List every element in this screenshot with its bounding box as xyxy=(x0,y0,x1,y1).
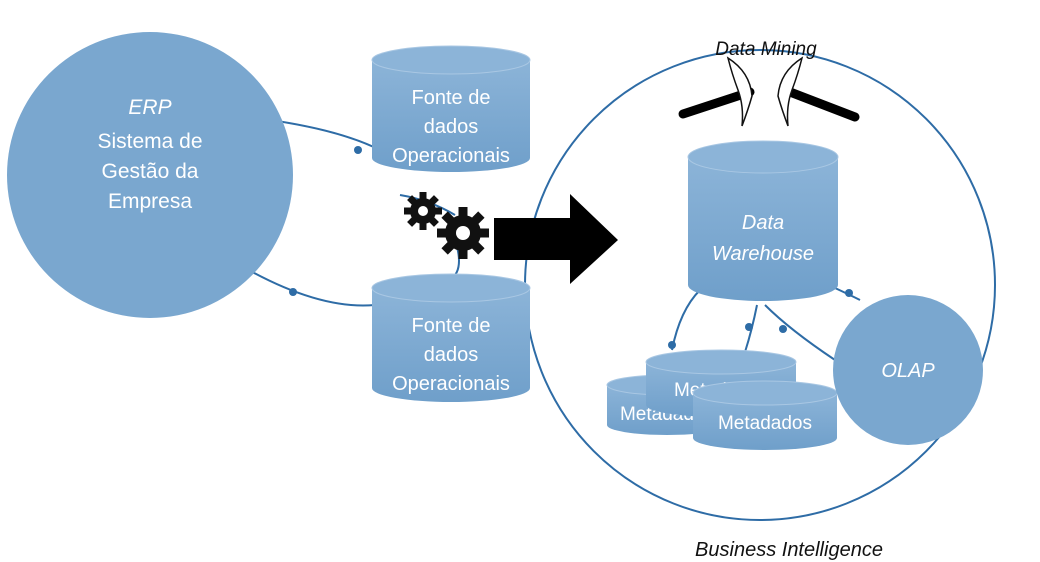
metadata-cylinder-right: Metadados xyxy=(692,380,838,450)
data-mining-label: Data Mining xyxy=(715,39,817,60)
erp-title: ERP xyxy=(128,96,171,119)
source-2-line3: Operacionais xyxy=(392,373,510,395)
warehouse-line2: Warehouse xyxy=(712,243,814,265)
data-warehouse: Data Warehouse xyxy=(687,140,839,301)
gears-icon xyxy=(404,192,489,259)
source-1-line3: Operacionais xyxy=(392,145,510,167)
source-2-line2: dados xyxy=(424,344,479,366)
data-source-bottom: Fonte de dados Operacionais xyxy=(371,273,531,402)
connector-dots xyxy=(289,146,853,349)
source-2-line1: Fonte de xyxy=(412,315,491,337)
pickaxe-icon xyxy=(678,56,860,127)
erp-system: ERP Sistema de Gestão da Empresa xyxy=(7,32,293,318)
data-source-top: Fonte de dados Operacionais xyxy=(371,45,531,172)
warehouse-line1: Data xyxy=(742,212,784,234)
erp-label-line3: Gestão da xyxy=(102,160,199,183)
erp-label-line4: Empresa xyxy=(108,190,192,213)
source-1-line1: Fonte de xyxy=(412,87,491,109)
olap-label: OLAP xyxy=(881,360,935,382)
olap: OLAP xyxy=(833,295,983,445)
metadata-label-right: Metadados xyxy=(718,413,812,434)
arrow-right-icon xyxy=(494,194,618,284)
erp-label-line2: Sistema de xyxy=(97,130,202,153)
source-1-line2: dados xyxy=(424,116,479,138)
bi-caption: Business Intelligence xyxy=(695,539,883,561)
